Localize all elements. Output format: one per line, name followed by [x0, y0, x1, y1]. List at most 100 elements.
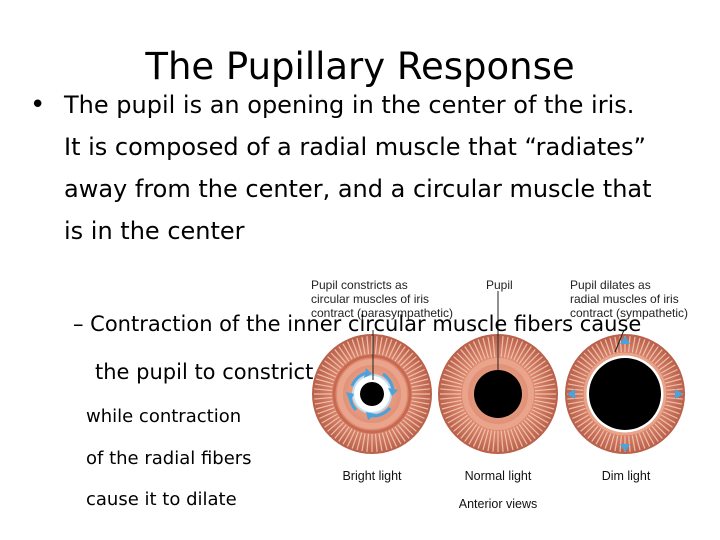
radial-fiber	[532, 406, 553, 415]
small-line-1: while contraction	[86, 406, 242, 427]
label-dilates: Pupil dilates as radial muscles of iris …	[570, 278, 689, 320]
radial-fiber	[319, 410, 337, 420]
radial-fiber	[628, 435, 631, 452]
radial-fiber	[533, 378, 555, 386]
caption-dim-light: Dim light	[601, 469, 651, 483]
radial-fiber	[327, 356, 342, 369]
radial-fiber	[338, 426, 350, 442]
radial-fiber	[404, 416, 420, 428]
pupil-right	[589, 358, 661, 430]
radial-fiber	[399, 352, 414, 367]
radial-fiber	[477, 339, 486, 360]
radial-fiber	[460, 421, 475, 439]
radial-fiber	[574, 414, 589, 424]
radial-fiber	[385, 431, 393, 449]
radial-fiber	[394, 426, 406, 442]
radial-fiber	[534, 388, 556, 392]
slide-title: The Pupillary Response	[145, 45, 575, 88]
radial-fiber	[385, 339, 393, 357]
radial-fiber	[366, 336, 370, 355]
radial-fiber	[356, 337, 363, 356]
radial-fiber	[456, 419, 473, 436]
radial-fiber	[628, 336, 631, 353]
radial-fiber	[659, 360, 673, 371]
radial-fiber	[651, 425, 663, 439]
radial-fiber	[324, 416, 340, 428]
radial-fiber	[330, 421, 345, 436]
radial-fiber	[453, 356, 471, 371]
radial-fiber	[410, 378, 429, 385]
radial-fiber	[391, 343, 402, 360]
radial-fiber	[441, 402, 463, 410]
radial-fiber	[661, 414, 676, 424]
radial-fiber	[381, 337, 388, 356]
sphincter-fibers-left	[337, 359, 407, 429]
radial-fiber	[441, 378, 463, 386]
radial-fiber	[631, 336, 636, 353]
radial-fiber	[411, 400, 430, 405]
radial-fiber	[402, 419, 417, 432]
radial-fiber	[314, 388, 333, 392]
radial-fiber	[595, 343, 605, 358]
radial-fiber	[570, 373, 586, 381]
radial-fiber	[443, 406, 464, 415]
radial-fiber	[338, 346, 350, 362]
radial-fiber	[568, 378, 585, 384]
eye-bright-light	[312, 330, 432, 454]
radial-fiber	[321, 413, 338, 424]
radial-fiber	[570, 407, 586, 415]
radial-fiber	[651, 349, 663, 363]
radial-fiber	[572, 368, 588, 377]
radial-fiber	[351, 339, 359, 357]
radial-fiber	[506, 337, 514, 359]
radial-fiber	[450, 360, 469, 374]
radial-fiber	[330, 352, 345, 367]
eye-normal-light	[438, 291, 558, 454]
radial-fiber	[534, 399, 556, 405]
radial-fiber	[513, 427, 524, 447]
arrow-heads-left	[346, 368, 398, 420]
radial-fiber	[404, 360, 420, 372]
sub-bullet-line-1: – Contraction of the inner circular musc…	[73, 312, 642, 336]
bullet-line-3: away from the center, and a circular mus…	[64, 175, 652, 203]
radial-fiber	[534, 396, 556, 400]
radial-fiber	[346, 341, 356, 359]
radial-fiber	[513, 341, 524, 361]
radial-fiber	[587, 425, 599, 439]
bullet-line-1: The pupil is an opening in the center of…	[64, 91, 635, 119]
radial-fiber	[661, 364, 676, 374]
radial-fiber	[599, 341, 608, 357]
radial-fiber	[572, 411, 588, 420]
radial-fiber	[583, 423, 596, 436]
radial-fiber	[324, 360, 340, 372]
radial-fiber	[315, 403, 334, 410]
radial-fiber	[492, 336, 496, 358]
radial-fiber	[361, 336, 366, 355]
radial-fiber	[464, 346, 478, 365]
radial-fiber	[351, 431, 359, 449]
radial-fiber	[534, 383, 556, 389]
radial-fiber	[492, 430, 496, 452]
radial-fiber	[525, 417, 543, 432]
bullet-line-2: It is composed of a radial muscle that “…	[64, 133, 646, 161]
radial-fiber	[656, 420, 670, 432]
sub-bullet-line-2: the pupil to constrict	[95, 360, 314, 384]
radial-fiber	[388, 429, 398, 447]
radial-fiber	[580, 356, 594, 368]
radial-fiber	[527, 360, 546, 374]
radial-fiber	[665, 404, 682, 410]
radial-fiber	[409, 407, 427, 415]
radial-fiber	[319, 368, 337, 378]
radial-fiber	[334, 424, 347, 439]
radial-fiber	[574, 364, 589, 374]
radial-fiber	[591, 428, 602, 442]
radial-fiber	[411, 383, 430, 388]
radial-fiber	[409, 373, 427, 381]
radial-fiber	[314, 383, 333, 388]
radial-fiber	[599, 431, 608, 447]
radial-fiber	[468, 425, 481, 445]
radial-fiber	[440, 396, 462, 400]
label-pupil: Pupil	[486, 278, 513, 292]
radial-fiber	[317, 373, 335, 381]
radial-fiber	[533, 402, 555, 410]
